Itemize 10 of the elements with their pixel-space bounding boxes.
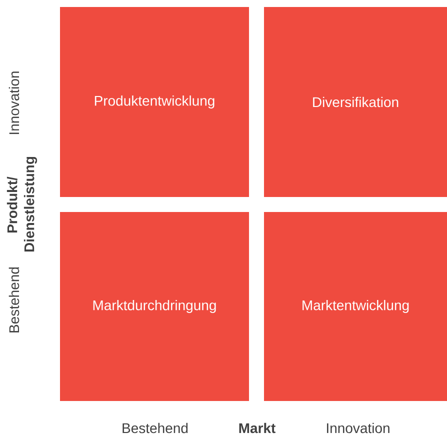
axis-label: Bestehend — [8, 267, 20, 332]
quadrant-box: Diversifikation — [264, 7, 447, 197]
quadrant-box: Produktentwicklung — [60, 7, 249, 197]
axis-label: Innovation — [8, 72, 20, 134]
axis-label: Bestehend — [122, 422, 188, 434]
axis-label: Produkt/ Dienstleistung — [6, 156, 38, 252]
quadrant-box: Marktdurchdringung — [60, 212, 249, 401]
quadrant-box: Marktentwicklung — [264, 212, 447, 401]
axis-label: Markt — [239, 422, 276, 434]
axis-label: Innovation — [326, 422, 390, 434]
